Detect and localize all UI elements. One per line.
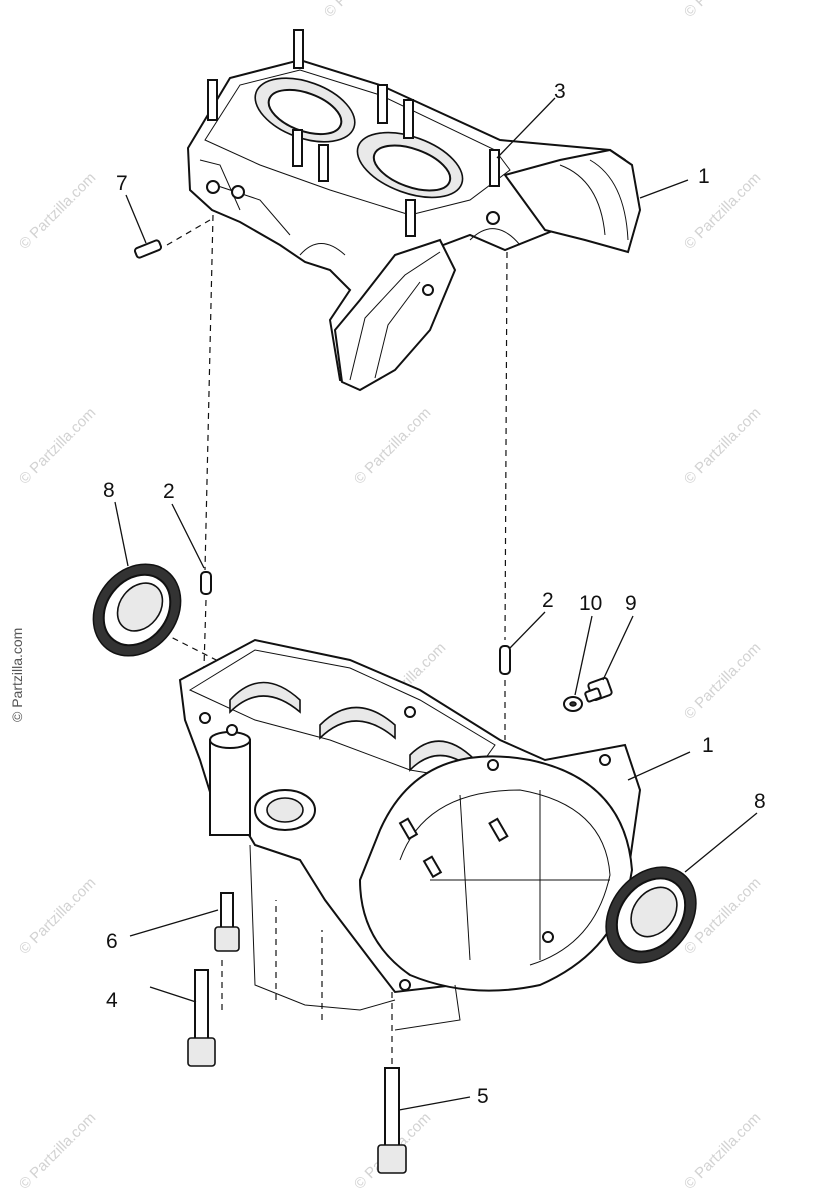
callout-2: 2 xyxy=(163,480,175,503)
dowel-pin-right xyxy=(499,645,511,675)
leader-lines xyxy=(114,97,758,1111)
washer-10 xyxy=(563,696,583,712)
dowel-pin-left xyxy=(200,571,212,595)
lower-crankcase-half xyxy=(178,638,642,1031)
watermark: © Partzilla.com xyxy=(16,404,99,487)
watermark: © Partzilla.com xyxy=(681,169,764,252)
callout-4: 4 xyxy=(106,989,118,1012)
callout-6: 6 xyxy=(106,930,118,953)
oil-seal-left xyxy=(92,563,182,657)
watermark: © Partzilla.com xyxy=(16,874,99,957)
watermark: © Partzilla.com xyxy=(9,628,25,722)
callout-5: 5 xyxy=(477,1085,489,1108)
bolt-4 xyxy=(187,969,216,1067)
callout-1: 1 xyxy=(698,165,710,188)
callout-2: 2 xyxy=(542,589,554,612)
upper-crankcase-half xyxy=(186,29,642,392)
watermark: © Partzilla.com xyxy=(16,169,99,252)
bolt-5 xyxy=(377,1067,407,1174)
callout-7: 7 xyxy=(116,172,128,195)
callout-labels: 1 1 2 2 3 4 5 6 7 8 8 9 10 xyxy=(103,80,766,1108)
watermark: © Partzilla.com xyxy=(681,404,764,487)
oil-seal-right xyxy=(605,866,697,964)
callout-8: 8 xyxy=(754,790,766,813)
watermark: © Partzilla.com xyxy=(16,1109,99,1192)
stud-7 xyxy=(133,239,163,259)
plug-bolt-9 xyxy=(584,676,613,703)
callout-3: 3 xyxy=(554,80,566,103)
watermark: © Partzilla.com xyxy=(681,639,764,722)
watermark: © Partzilla.com xyxy=(321,0,404,21)
callout-10: 10 xyxy=(579,592,602,615)
callout-9: 9 xyxy=(625,592,637,615)
bolt-6 xyxy=(214,892,240,952)
watermark: © Partzilla.com xyxy=(351,404,434,487)
cylinder-studs xyxy=(207,29,500,237)
callout-1: 1 xyxy=(702,734,714,757)
callout-8: 8 xyxy=(103,479,115,502)
watermark: © Partzilla.com xyxy=(681,1109,764,1192)
watermark: © Partzilla.com xyxy=(681,0,764,21)
